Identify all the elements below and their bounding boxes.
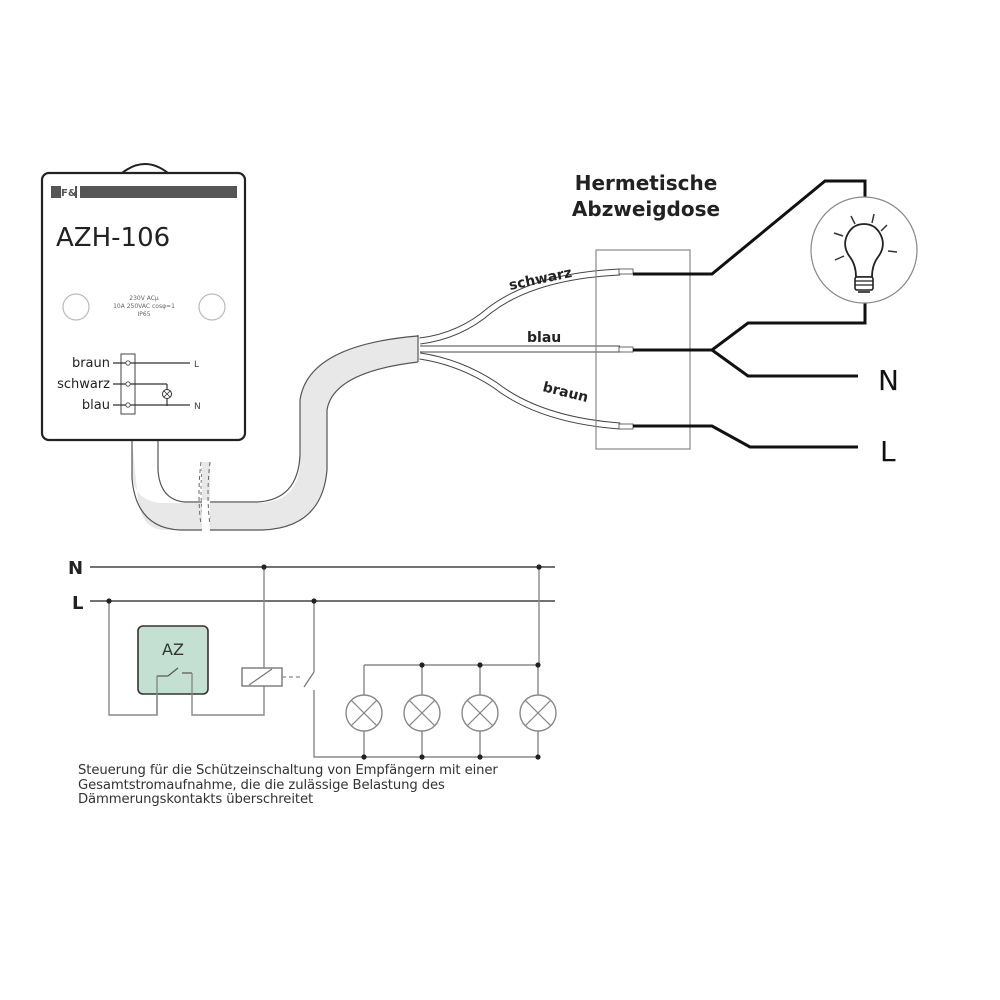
junction-dot	[535, 754, 541, 760]
brand-logo: F&F	[61, 188, 83, 199]
schematic: N L AZ	[68, 558, 557, 760]
device-spec-1: 230V ACµ	[129, 295, 159, 302]
junction-box-title-1: Hermetische	[575, 171, 718, 195]
device-spec-3: IP65	[137, 311, 150, 318]
wires: schwarz blau braun	[419, 265, 634, 430]
junction-box: Hermetische Abzweigdose N L	[572, 171, 918, 468]
wire-label-braun: braun	[541, 379, 590, 406]
lamp-icon	[519, 662, 557, 760]
junction-dot	[361, 754, 367, 760]
az-contact-switch	[167, 667, 179, 677]
lamp-icon	[461, 662, 499, 760]
caption-line-3: Dämmerungskontakts überschreitet	[78, 792, 314, 807]
lamp-icon	[403, 662, 441, 760]
terminal-label-braun: braun	[72, 356, 110, 371]
junction-box-title-2: Abzweigdose	[572, 197, 720, 221]
device-housing	[40, 171, 247, 442]
device-brand-bar	[51, 186, 237, 198]
device-screw-right	[198, 293, 226, 321]
junction-dot	[477, 754, 483, 760]
device-model: AZH-106	[56, 223, 170, 253]
junction-dot	[477, 662, 483, 668]
device-azh106: F&F AZH-106 230V ACµ 10A 250VAC cosφ=1 I…	[40, 163, 247, 442]
controller-az	[137, 625, 209, 695]
mains-label-n: N	[878, 364, 899, 397]
caption-line-1: Steuerung für die Schützeinschaltung von…	[78, 763, 498, 778]
caption-line-2: Gesamtstromaufnahme, die die zulässige B…	[78, 777, 445, 793]
controller-label: AZ	[162, 640, 184, 659]
lightbulb-icon	[810, 196, 918, 304]
output-label-l: L	[194, 360, 199, 370]
contactor-switch	[303, 671, 315, 688]
lamp-icon	[345, 665, 383, 760]
caption: Steuerung für die Schützeinschaltung von…	[78, 763, 598, 808]
mains-label-l: L	[880, 435, 896, 468]
device-screw-left	[62, 293, 90, 321]
contactor-coil	[241, 667, 283, 687]
device-spec-2: 10A 250VAC cosφ=1	[113, 303, 175, 310]
junction-dot	[535, 662, 541, 668]
rail-label-n: N	[68, 558, 83, 579]
cable-sheath	[131, 335, 419, 534]
wire-label-blau: blau	[527, 330, 561, 346]
terminal-label-schwarz: schwarz	[57, 377, 110, 392]
wire-label-schwarz: schwarz	[508, 265, 574, 294]
output-label-n: N	[194, 402, 201, 412]
device-mount-tab	[121, 163, 169, 174]
junction-dot	[419, 754, 425, 760]
rail-label-l: L	[72, 593, 83, 614]
mini-lamp-icon	[162, 389, 172, 399]
junction-dot	[419, 662, 425, 668]
terminal-label-blau: blau	[82, 398, 110, 413]
